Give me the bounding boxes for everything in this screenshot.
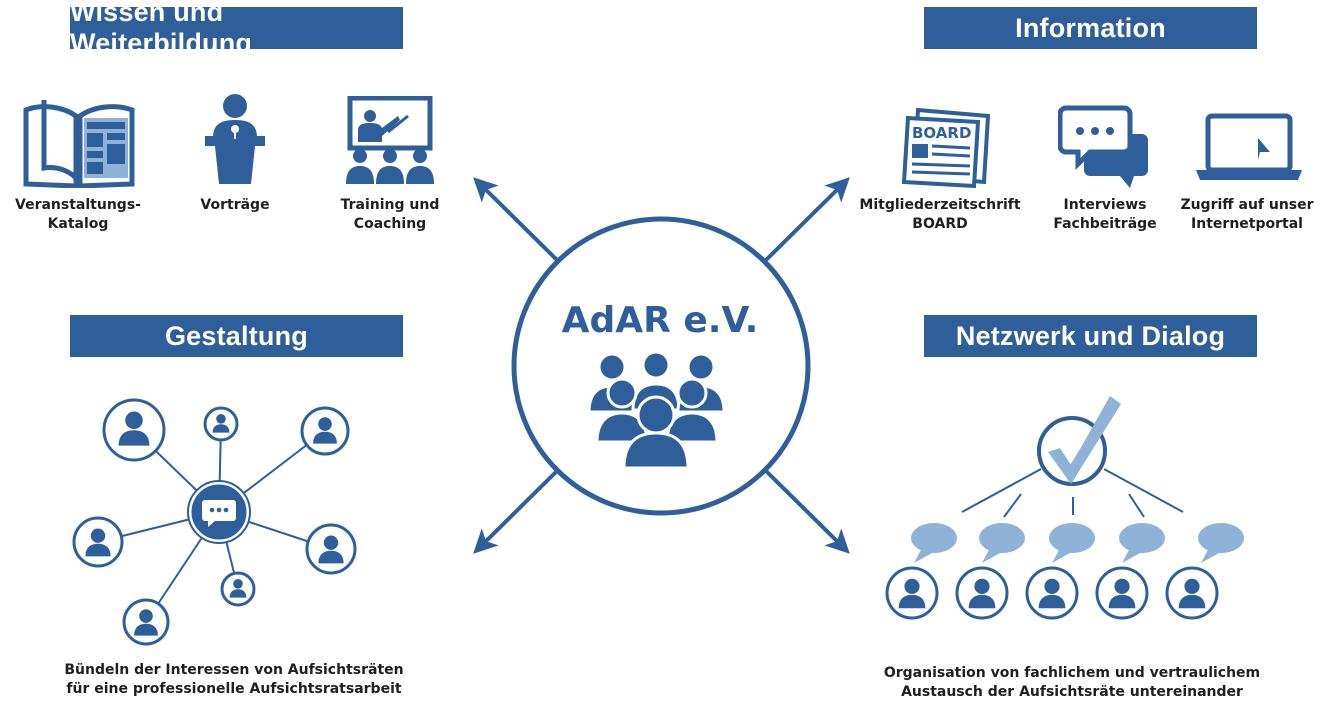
group-people-icon [587, 350, 726, 470]
label-veranstaltungskatalog: Veranstaltungs-Katalog [15, 197, 141, 232]
label-vortraege: Vorträge [200, 197, 270, 213]
header-gestaltung: Gestaltung [70, 315, 403, 357]
presentation-audience-icon [342, 96, 438, 186]
center-title: AdAR e.V. [561, 300, 759, 341]
newspaper-board-icon: BOARD [898, 104, 998, 188]
arrow-bottom-right [763, 468, 850, 554]
header-netzwerk: Netzwerk und Dialog [924, 315, 1257, 357]
arrows [473, 177, 850, 554]
header-information: Information [924, 7, 1257, 49]
netzwerk-description: Organisation von fachlichem und vertraul… [883, 665, 1261, 700]
open-book-icon [22, 96, 136, 188]
speaker-podium-icon [203, 92, 267, 186]
network-hub-icon [72, 398, 357, 646]
arrow-top-right [763, 177, 850, 263]
arrow-top-left [473, 177, 560, 263]
board-badge-text: BOARD [912, 124, 971, 142]
checkmark-dialog-icon [885, 396, 1244, 620]
laptop-play-icon [1194, 112, 1304, 182]
chat-bubbles-icon [1058, 104, 1150, 190]
arrow-bottom-left [473, 468, 560, 554]
gestaltung-description: Bündeln der Interessen von Aufsichtsräte… [64, 662, 404, 697]
